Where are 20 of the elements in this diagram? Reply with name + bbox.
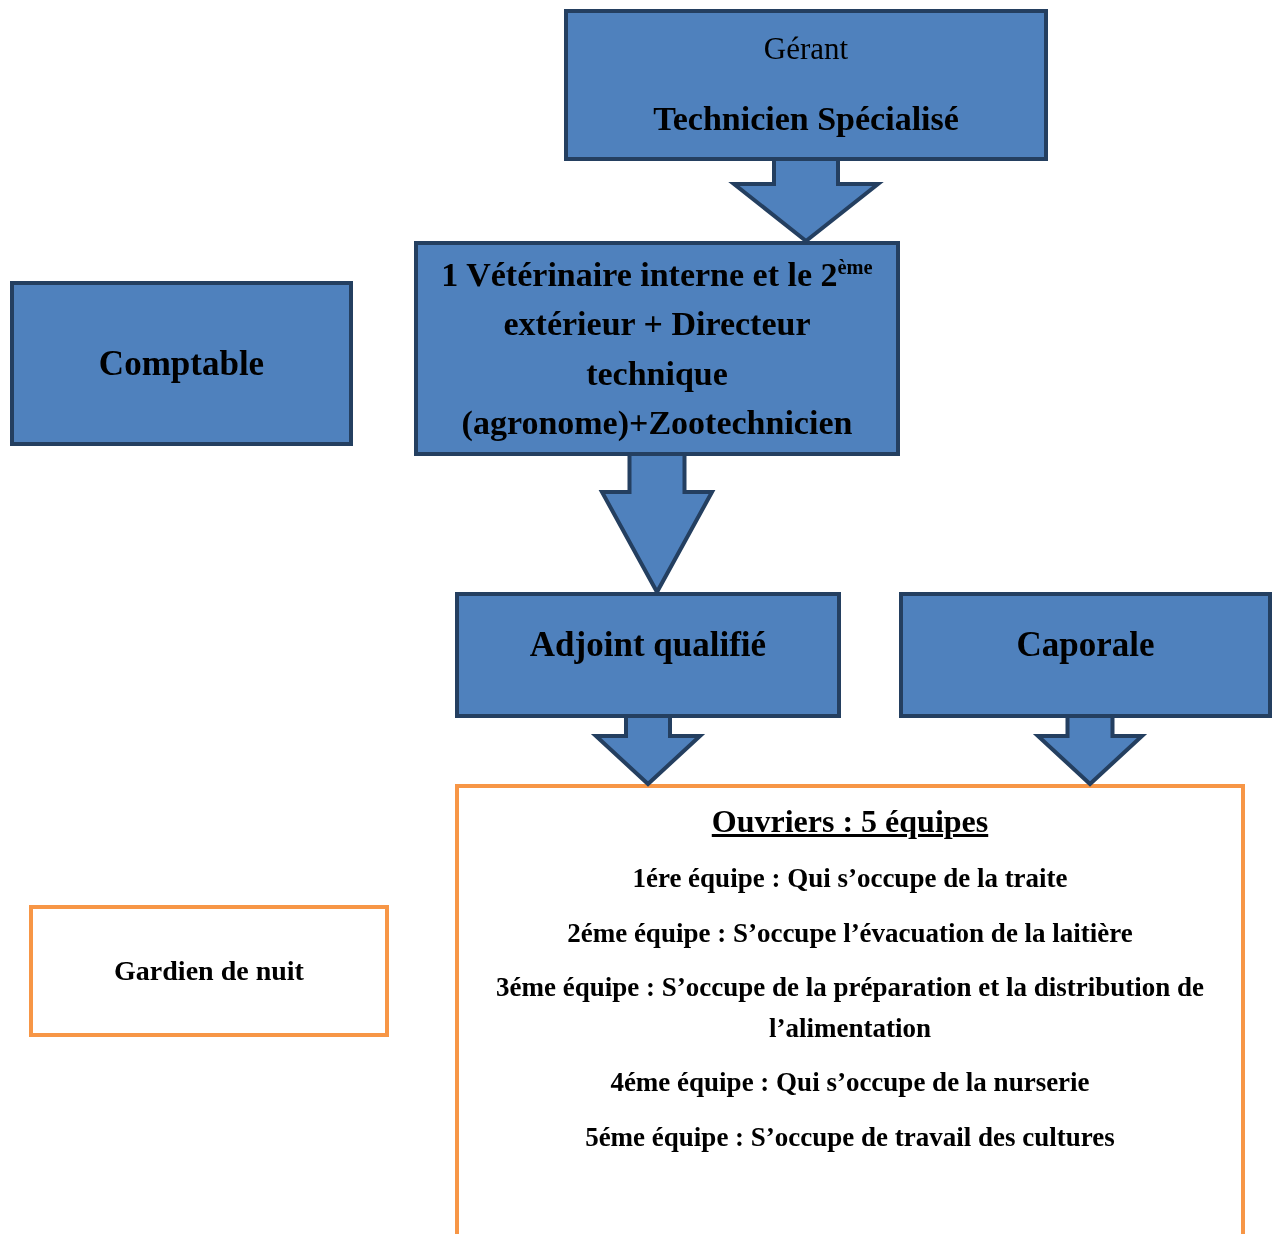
workers-box [455, 784, 1245, 1234]
vet-team-box [414, 241, 900, 456]
role-label: Gardien de nuit [114, 953, 304, 988]
team-description: 5éme équipe : S’occupe de travail des cultures [585, 1120, 1115, 1154]
role-label: Technicien Spécialisé [653, 98, 959, 139]
role-label: Adjoint qualifié [529, 624, 767, 666]
accountant-box [10, 281, 353, 446]
team-description: 1ére équipe : Qui s’occupe de la traite [632, 862, 1068, 896]
team-description: 4éme équipe : Qui s’occupe de la nurserie [610, 1066, 1090, 1100]
role-label: Comptable [98, 342, 265, 385]
role-title: Gérant [763, 30, 849, 69]
role-label: 1 Vétérinaire interne et le 2$^{ème}$ extérieur + Directeur technique (agronome)+Zootechnicien [440, 254, 874, 443]
team-description: 2éme équipe : S’occupe l’évacuation de la laitière [567, 916, 1133, 950]
manager-box [564, 9, 1048, 161]
corporal-box [899, 592, 1272, 718]
role-label: Caporale [1016, 624, 1155, 666]
assistant-box [455, 592, 841, 718]
night-guard-box [29, 905, 389, 1037]
team-description: 3éme équipe : S’occupe de la préparation et la distribution de l’alimentation [495, 971, 1205, 1045]
heading: Ouvriers : 5 équipes [711, 802, 989, 841]
